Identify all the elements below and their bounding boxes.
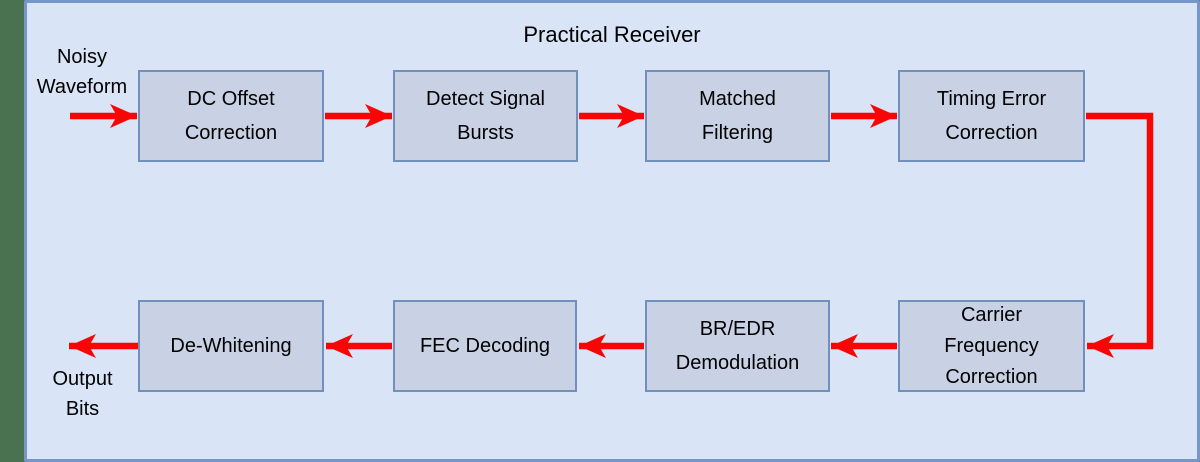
block-label-line: BR/EDR <box>699 318 776 340</box>
block-carrier-frequency-correction: Carrier Frequency Correction <box>898 300 1085 392</box>
block-de-whitening: De-Whitening <box>138 300 324 392</box>
input-label-line: Noisy <box>56 46 107 68</box>
block-label-line: Carrier <box>960 303 1023 326</box>
input-label-line: Waveform <box>36 76 128 98</box>
input-label-noisy-waveform: Noisy Waveform <box>25 42 139 102</box>
block-label-line: FEC Decoding <box>419 335 551 357</box>
output-label-line: Bits <box>65 398 100 420</box>
block-timing-error-correction: Timing Error Correction <box>898 70 1085 162</box>
block-label-line: Matched <box>699 88 776 110</box>
block-label-line: Frequency <box>944 334 1039 357</box>
block-detect-signal-bursts: Detect Signal Bursts <box>393 70 578 162</box>
block-label-line: Correction <box>945 122 1038 144</box>
block-label-line: De-Whitening <box>170 335 292 357</box>
diagram-title: Practical Receiver <box>523 22 701 47</box>
block-label-line: Bursts <box>457 122 514 144</box>
block-label-line: Filtering <box>701 122 774 144</box>
block-label-line: Detect Signal <box>426 88 545 110</box>
block-label-line: Timing Error <box>936 88 1047 110</box>
block-label-line: DC Offset <box>187 88 275 110</box>
output-label-output-bits: Output Bits <box>30 364 135 424</box>
block-matched-filtering: Matched Filtering <box>645 70 830 162</box>
block-label-line: Correction <box>184 122 278 144</box>
output-label-line: Output <box>52 368 113 390</box>
block-fec-decoding: FEC Decoding <box>393 300 577 392</box>
block-br-edr-demodulation: BR/EDR Demodulation <box>645 300 830 392</box>
block-dc-offset-correction: DC Offset Correction <box>138 70 324 162</box>
block-label-line: Demodulation <box>675 352 800 374</box>
block-label-line: Correction <box>945 365 1038 388</box>
